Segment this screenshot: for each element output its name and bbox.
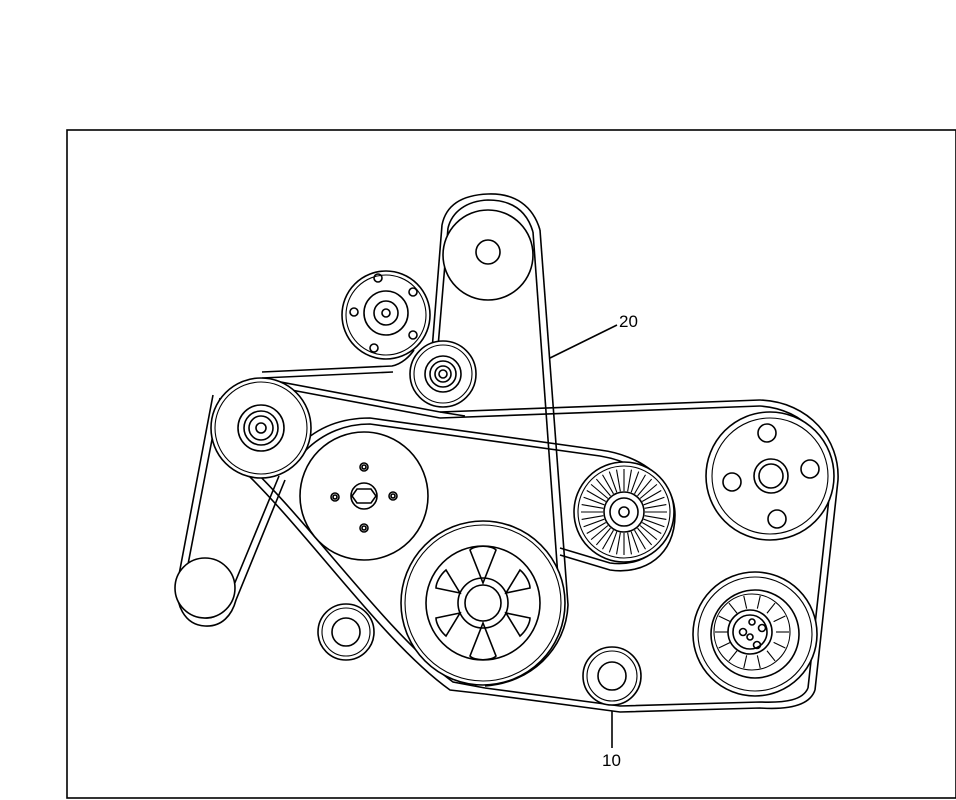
tensioner-rib — [615, 469, 621, 492]
alternator-tooth — [718, 641, 731, 649]
alternator-tooth — [773, 641, 786, 649]
alternator-tooth — [756, 655, 761, 669]
alternator-tooth — [766, 602, 776, 614]
alternator-pulley — [692, 571, 818, 697]
tensioner-rib — [637, 478, 653, 497]
top-idler-pulley — [442, 209, 534, 301]
alternator-tooth — [728, 602, 738, 614]
alternator-fan-teeth — [715, 595, 789, 669]
tensioner-rib — [595, 527, 611, 546]
alternator-tooth — [718, 615, 731, 623]
tensioner-rib — [602, 529, 614, 550]
tensioner-rib — [627, 469, 633, 492]
tensioner-rib — [630, 531, 640, 553]
tensioner-rib — [639, 483, 658, 499]
tensioner-rib — [643, 496, 665, 506]
tensioner-rib — [608, 471, 618, 493]
callout-20-leader — [549, 324, 618, 359]
tensioner-rib — [634, 474, 646, 495]
tensioner-rib — [641, 522, 662, 534]
alternator-tooth — [766, 650, 776, 662]
tensioner-rib — [641, 490, 662, 502]
tensioner-rib — [581, 503, 604, 509]
callout-10-label: 10 — [602, 751, 621, 770]
callout-10: 10 — [602, 711, 621, 770]
tensioner-ribs — [581, 469, 667, 555]
alternator-tooth — [743, 655, 748, 669]
tensioner-rib — [583, 518, 605, 528]
tensioner-rib — [630, 471, 640, 493]
alternator-tooth — [728, 650, 738, 662]
power-steering-pulley — [341, 270, 431, 360]
belt-tensioner-pulley — [573, 461, 675, 563]
tensioner-rib — [644, 503, 667, 509]
tensioner-rib — [602, 474, 614, 495]
callout-20-label: 20 — [619, 312, 638, 331]
tensioner-rib — [639, 525, 658, 541]
diagram-frame — [66, 129, 956, 799]
tensioner-rib — [634, 529, 646, 550]
tensioner-rib — [627, 532, 633, 555]
bottom-idler-pulley — [582, 646, 642, 706]
crankshaft-pulley — [400, 520, 566, 686]
tensioner-rib — [637, 527, 653, 546]
tensioner-rib — [590, 525, 609, 541]
tensioner-rib — [586, 522, 607, 534]
tensioner-rib — [583, 496, 605, 506]
ac-compressor-pulley — [299, 431, 429, 561]
lower-left-idler-pulley — [174, 557, 236, 619]
tensioner-rib — [608, 531, 618, 553]
small-lower-idler-pulley — [317, 603, 375, 661]
tensioner-rib — [643, 518, 665, 528]
callout-20: 20 — [549, 312, 638, 359]
alternator-tooth — [756, 595, 761, 609]
tensioner-rib — [615, 532, 621, 555]
upper-idler-pulley — [409, 340, 477, 408]
tensioner-rib — [581, 515, 604, 521]
alternator-tooth — [773, 615, 786, 623]
tensioner-rib — [590, 483, 609, 499]
tensioner-rib — [644, 515, 667, 521]
tensioner-rib — [595, 478, 611, 497]
water-pump-pulley — [705, 411, 835, 541]
left-idler-pulley — [210, 377, 312, 479]
alternator-tooth — [743, 595, 748, 609]
tensioner-rib — [586, 490, 607, 502]
